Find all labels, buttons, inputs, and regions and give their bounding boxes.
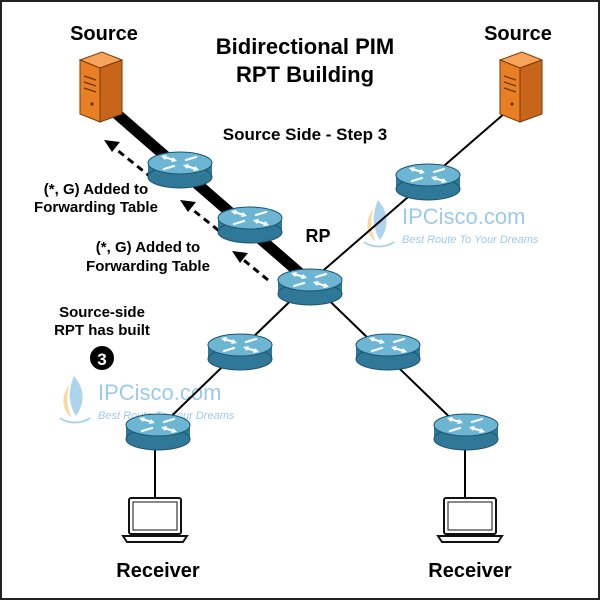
watermark-top: IPCisco.com Best Route To Your Dreams — [363, 199, 539, 248]
source-right-label: Source — [484, 23, 552, 45]
title-line-1: Bidirectional PIM — [216, 34, 394, 59]
rp-label: RP — [305, 226, 330, 246]
arrow-heads — [104, 140, 248, 263]
arrowhead-bottom — [232, 251, 248, 263]
watermark-brand-bottom: IPCisco.com — [98, 380, 221, 405]
note-mid-line-2: Forwarding Table — [86, 258, 210, 275]
arrow-bottom — [239, 255, 269, 282]
arrowhead-top — [104, 140, 120, 152]
router-rp — [276, 267, 344, 307]
receiver-left-laptop-icon — [122, 497, 188, 543]
note-mid-line-1: (*, G) Added to — [96, 239, 200, 256]
receiver-right-label: Receiver — [428, 560, 512, 582]
arrowhead-mid — [180, 200, 196, 212]
note-top-line-1: (*, G) Added to — [44, 181, 148, 198]
join-arrows — [111, 144, 269, 282]
status-line-2: RPT has built — [54, 322, 150, 339]
router-source-side-2 — [216, 205, 284, 245]
router-left-lower-2 — [124, 412, 192, 452]
router-source-side-1 — [146, 150, 214, 190]
source-right-server-icon — [499, 51, 543, 123]
arrow-mid — [187, 204, 229, 240]
router-left-lower-1 — [206, 332, 274, 372]
subtitle: Source Side - Step 3 — [223, 125, 387, 144]
router-right-upper — [394, 162, 462, 202]
source-left-label: Source — [70, 23, 138, 45]
receiver-left-label: Receiver — [116, 560, 200, 582]
router-right-lower-1 — [354, 332, 422, 372]
watermark-slogan-top: Best Route To Your Dreams — [402, 234, 539, 246]
watermark-brand-top: IPCisco.com — [402, 204, 525, 229]
source-side-rpt-link — [106, 103, 314, 287]
step-number: 3 — [97, 350, 106, 369]
step-badge — [90, 346, 114, 370]
receiver-right-laptop-icon — [437, 497, 503, 543]
arrow-top — [111, 144, 153, 180]
title-line-2: RPT Building — [236, 62, 374, 87]
source-left-server-icon — [79, 51, 123, 123]
note-top-line-2: Forwarding Table — [34, 199, 158, 216]
router-right-lower-2 — [432, 412, 500, 452]
status-line-1: Source-side — [59, 304, 145, 321]
